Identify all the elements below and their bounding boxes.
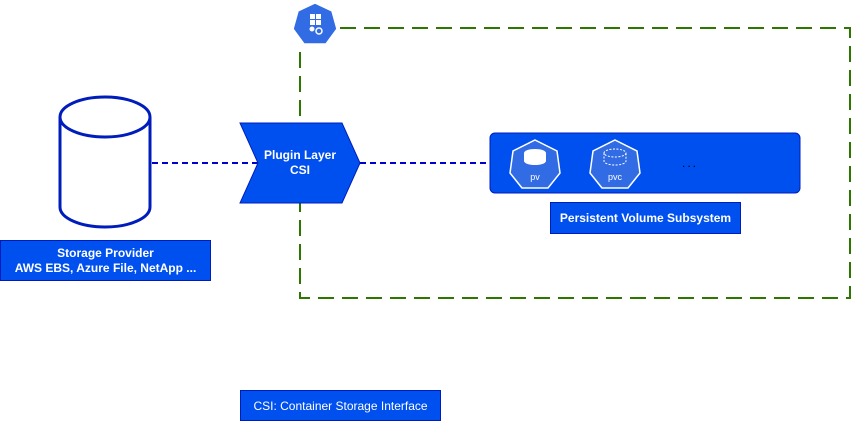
plugin-layer-title: Plugin Layer [263, 148, 337, 162]
kubernetes-logo-icon [292, 2, 338, 45]
storage-cylinder-icon [58, 95, 152, 229]
storage-provider-title: Storage Provider [57, 245, 154, 260]
pv-icon: pv [509, 139, 561, 189]
storage-provider-subtitle: AWS EBS, Azure File, NetApp ... [14, 260, 197, 275]
cluster-boundary [299, 27, 851, 299]
pvc-label: pvc [608, 172, 623, 182]
storage-provider-label: Storage Provider AWS EBS, Azure File, Ne… [0, 240, 211, 281]
plugin-layer-shape [239, 122, 361, 204]
csi-legend: CSI: Container Storage Interface [240, 390, 441, 421]
plugin-layer-subtitle: CSI [289, 163, 310, 177]
pvc-icon: pvc [589, 139, 641, 189]
more-volumes-ellipsis: ... [682, 156, 698, 170]
pv-label: pv [530, 172, 540, 182]
plugin-layer-label: Plugin Layer CSI [250, 148, 350, 178]
volume-subsystem-container [489, 132, 801, 194]
volume-subsystem-label: Persistent Volume Subsystem [550, 202, 741, 234]
